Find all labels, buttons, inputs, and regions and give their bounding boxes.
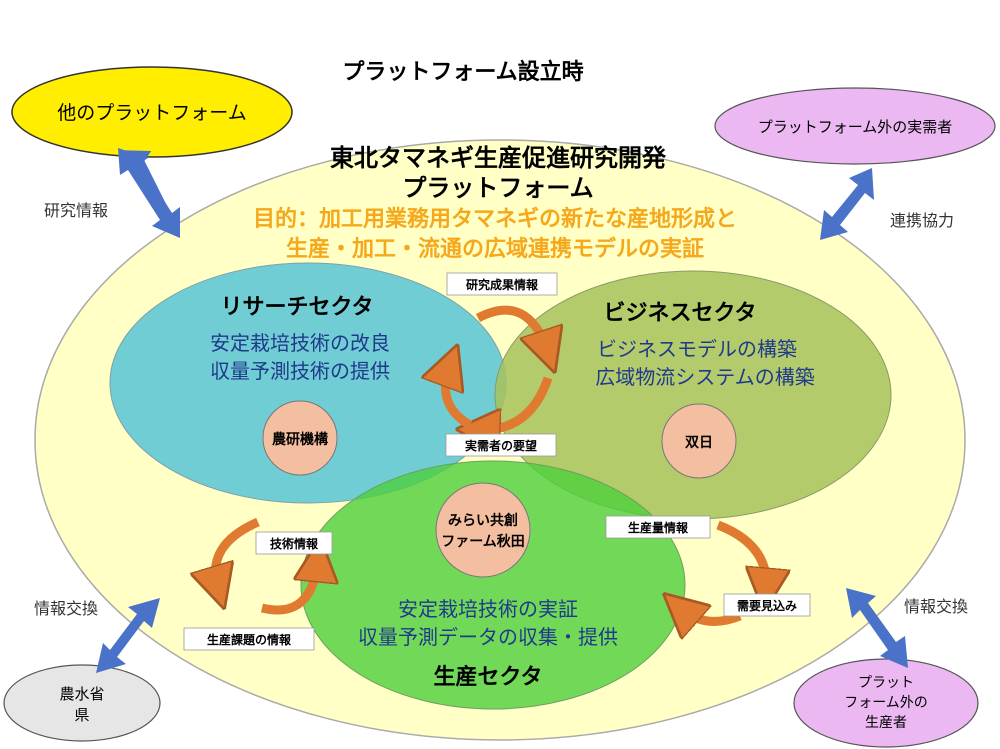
cycle-arrow-icon	[446, 365, 473, 429]
business-sector-title: ビジネスセクタ	[603, 301, 756, 326]
naro-org-label: 農研機構	[272, 431, 328, 448]
research-sector-desc: 安定栽培技術の改良	[210, 331, 390, 355]
demand-forecast-label: 需要見込み	[737, 598, 797, 613]
cooperation-label: 連携協力	[890, 211, 954, 230]
tech-info-label: 技術情報	[270, 536, 319, 551]
production-sector-desc: 安定栽培技術の実証	[398, 597, 578, 621]
cycle-arrow-icon	[215, 517, 260, 588]
demand-requests-label: 実需者の要望	[465, 438, 537, 453]
business-sector-desc: 広域物流システムの構築	[595, 365, 814, 389]
other-platform-ellipse	[11, 66, 293, 158]
cycle-arrow-icon	[716, 520, 766, 590]
production-volume-label: 生産量情報	[628, 520, 689, 535]
business-sector-desc: ビジネスモデルの構築	[597, 337, 797, 361]
production-sector-title: 生産セクタ	[433, 664, 542, 690]
maff-ellipse	[3, 664, 161, 742]
flow-label-box	[183, 627, 315, 651]
info-exchange-right-label: 情報交換	[904, 597, 968, 616]
double-arrow-icon	[846, 588, 908, 668]
outside-demand-ellipse	[714, 87, 996, 165]
sojitz-org-label: 双日	[685, 435, 713, 451]
outside-producers-label: 生産者	[865, 715, 907, 731]
flow-label-box	[446, 272, 558, 296]
platform-purpose: 目的：加工用業務用タマネギの新たな産地形成と	[253, 206, 737, 232]
flow-label-box	[445, 433, 557, 457]
mirai-org-label: みらい共創	[448, 512, 518, 529]
research-sector-title: リサーチセクタ	[220, 295, 373, 320]
cycle-arrow-icon	[680, 608, 742, 621]
flow-label-box	[723, 593, 811, 617]
outside-producers-ellipse	[793, 658, 979, 748]
double-arrow-icon	[96, 598, 160, 673]
research-sector-desc: 収量予測技術の提供	[210, 359, 390, 383]
mirai-org-label: ファーム秋田	[441, 533, 525, 550]
platform-name: プラットフォーム	[402, 174, 593, 202]
maff-label: 農水省	[59, 685, 104, 703]
mirai-org-circle	[435, 482, 531, 578]
flow-label-box	[255, 531, 333, 555]
production-sector-circle	[300, 460, 686, 710]
outside-producers-label: フォーム外の	[844, 695, 928, 711]
platform-name: 東北タマネギ生産促進研究開発	[330, 144, 667, 172]
outside-producers-label: プラット	[858, 675, 914, 691]
research-results-label: 研究成果情報	[466, 277, 539, 292]
production-sector-desc: 収量予測データの収集・提供	[358, 625, 618, 649]
prefecture-label: 県	[74, 706, 89, 724]
research-info-label: 研究情報	[44, 201, 108, 220]
cycle-arrow-icon	[478, 376, 553, 430]
sojitz-org-circle	[661, 403, 737, 479]
other-platform-label: 他のプラットフォーム	[57, 102, 246, 124]
double-arrow-icon	[118, 148, 180, 238]
outside-demand-label: プラットフォーム外の実需者	[758, 118, 953, 136]
naro-org-circle	[262, 400, 338, 476]
production-issues-label: 生産課題の情報	[207, 632, 292, 647]
diagram-title: プラットフォーム設立時	[342, 59, 583, 85]
cycle-arrow-icon	[475, 305, 548, 352]
double-arrow-icon	[820, 168, 874, 240]
info-exchange-left-label: 情報交換	[34, 599, 98, 618]
cycle-arrow-icon	[260, 560, 318, 615]
flow-label-box	[605, 515, 711, 539]
platform-purpose: 生産・加工・流通の広域連携モデルの実証	[286, 236, 704, 262]
